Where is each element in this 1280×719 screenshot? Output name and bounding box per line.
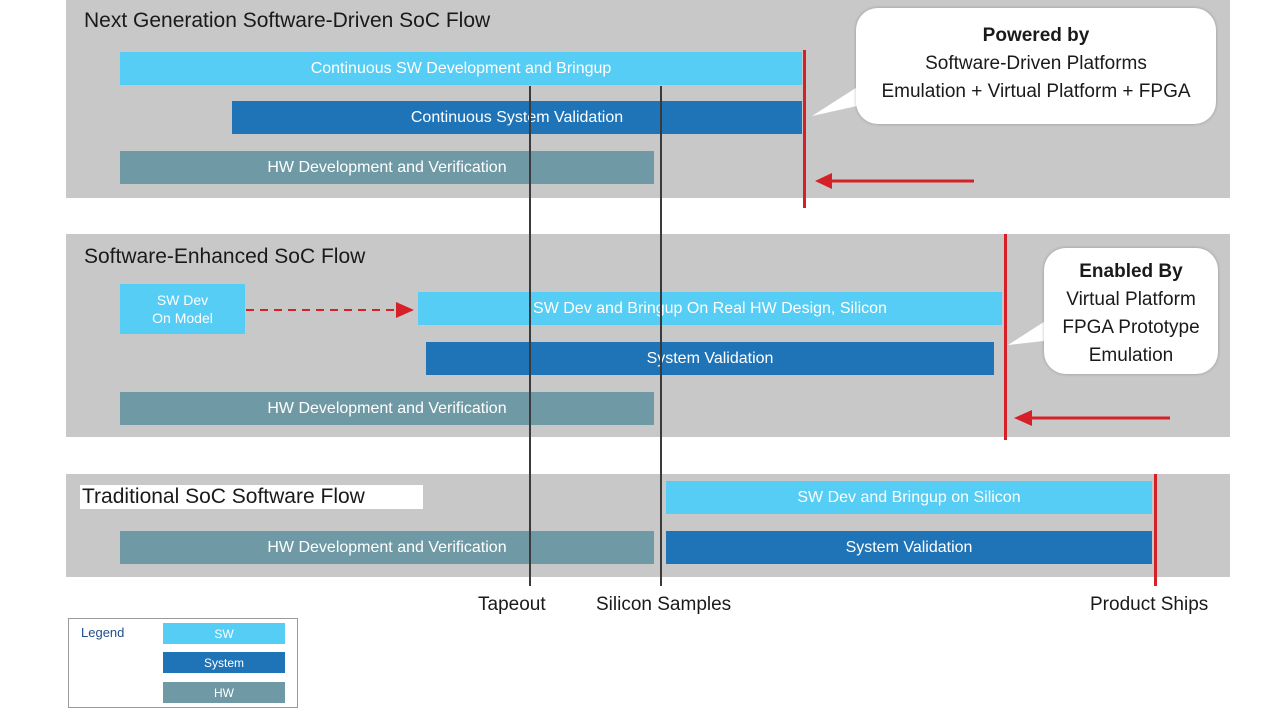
legend-sw: SW <box>163 623 285 644</box>
enabled-by-line3: Emulation <box>1088 345 1174 366</box>
enhanced-sw-bar: SW Dev and Bringup On Real HW Design, Si… <box>418 292 1002 325</box>
powered-by-heading: Powered by <box>982 25 1090 46</box>
next-gen-sys-bar: Continuous System Validation <box>232 101 802 134</box>
next-gen-hw-bar: HW Development and Verification <box>120 151 654 184</box>
next-gen-sw-bar: Continuous SW Development and Bringup <box>120 52 802 85</box>
silicon-samples-label: Silicon Samples <box>596 594 732 615</box>
legend-title: Legend <box>81 625 125 640</box>
enhanced-flow-title: Software-Enhanced SoC Flow <box>84 245 366 268</box>
next-gen-flow-title: Next Generation Software-Driven SoC Flow <box>84 9 491 32</box>
product-ships-label: Product Ships <box>1090 594 1209 615</box>
enhanced-sys-bar: System Validation <box>426 342 994 375</box>
traditional-sys-bar: System Validation <box>666 531 1152 564</box>
traditional-sw-bar: SW Dev and Bringup on Silicon <box>666 481 1152 514</box>
next-gen-ship-marker <box>803 50 806 208</box>
enhanced-hw-bar: HW Development and Verification <box>120 392 654 425</box>
left-arrow-icon <box>1014 410 1170 426</box>
powered-by-line1: Software-Driven Platforms <box>925 53 1147 74</box>
traditional-flow-title: Traditional SoC Software Flow <box>80 485 423 509</box>
enabled-by-line2: FPGA Prototype <box>1062 317 1200 338</box>
traditional-ship-marker <box>1154 474 1157 586</box>
traditional-hw-bar: HW Development and Verification <box>120 531 654 564</box>
legend-hw: HW <box>163 682 285 703</box>
sw-model-line2: On Model <box>152 310 213 326</box>
dashed-arrow-icon <box>246 302 414 318</box>
powered-by-callout: Powered by Software-Driven Platforms Emu… <box>856 8 1216 124</box>
enhanced-ship-marker <box>1004 234 1007 440</box>
enabled-by-heading: Enabled By <box>1079 261 1183 282</box>
left-arrow-icon <box>815 173 974 189</box>
enabled-by-callout: Enabled By Virtual Platform FPGA Prototy… <box>1044 248 1218 374</box>
silicon-samples-line <box>660 86 662 586</box>
tapeout-line <box>529 86 531 586</box>
legend: Legend SW System HW <box>68 618 298 708</box>
enhanced-sw-model-box: SW Dev On Model <box>120 284 245 334</box>
powered-by-line2: Emulation + Virtual Platform + FPGA <box>881 81 1191 102</box>
tapeout-label: Tapeout <box>478 594 546 615</box>
enabled-by-line1: Virtual Platform <box>1066 289 1196 310</box>
sw-model-line1: SW Dev <box>156 292 209 308</box>
legend-system: System <box>163 652 285 673</box>
